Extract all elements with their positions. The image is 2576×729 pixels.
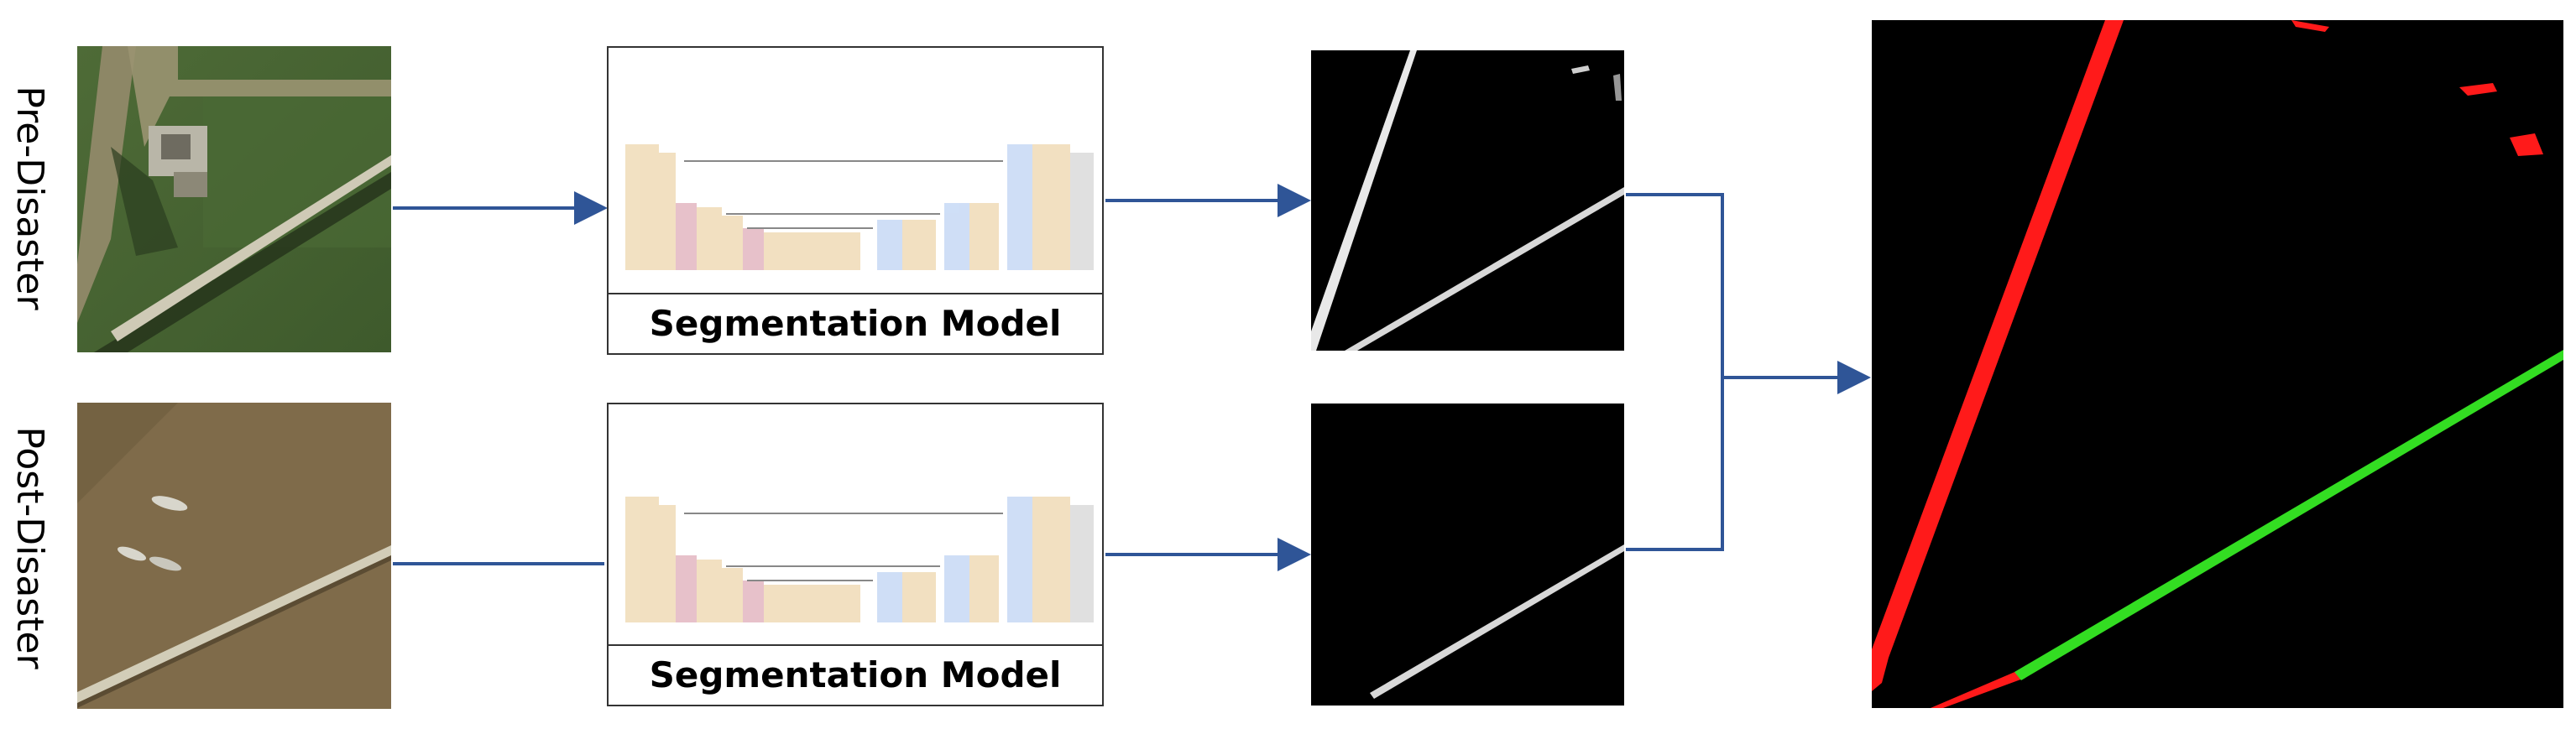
unet-architecture-diagram [609, 48, 1102, 294]
change-detection-map [1872, 20, 2563, 708]
unet-architecture-diagram [609, 404, 1102, 646]
segmentation-model-top-caption: Segmentation Model [649, 303, 1062, 344]
pre-disaster-road-mask [1311, 50, 1624, 351]
post-disaster-road-mask [1311, 404, 1624, 706]
segmentation-model-top: Segmentation Model [607, 46, 1104, 355]
pre-disaster-image [77, 46, 391, 352]
merge-connector [1626, 193, 1724, 551]
pre-disaster-label: Pre-Disaster [8, 86, 51, 310]
post-disaster-label: Post-Disaster [8, 426, 51, 669]
post-disaster-image [77, 403, 391, 709]
segmentation-model-bottom-caption: Segmentation Model [649, 654, 1062, 695]
segmentation-model-bottom: Segmentation Model [607, 403, 1104, 706]
